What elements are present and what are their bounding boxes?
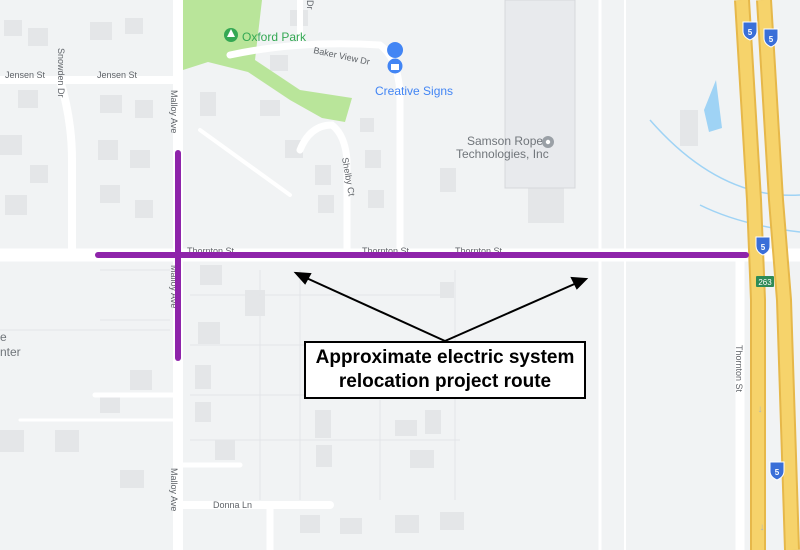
poi-creative-signs[interactable]: Creative Signs	[375, 42, 453, 98]
street-label-dr-partial: Dr	[305, 0, 315, 10]
street-labels: Jensen St Jensen St Snowden Dr Malloy Av…	[5, 0, 744, 511]
arrow-line-left	[301, 275, 446, 342]
place-label-partial-2: nter	[0, 345, 21, 359]
shield-label: 5	[761, 243, 766, 252]
exit-number: 263	[758, 278, 772, 287]
street-label-jensen-west: Jensen St	[5, 70, 46, 80]
arrow-down-icon: ↓	[760, 522, 765, 533]
street-label-thornton-1: Thornton St	[187, 246, 235, 256]
stream-line	[699, 204, 800, 233]
shield-label: 5	[769, 35, 774, 44]
street-label-malloy-south: Malloy Ave	[169, 468, 179, 511]
arrow-line-right	[444, 281, 580, 342]
highway-shield: 5	[763, 28, 779, 48]
street-label-snowden: Snowden Dr	[56, 48, 66, 98]
callout-line-2: relocation project route	[338, 371, 552, 392]
building-footprints	[0, 10, 698, 534]
place-label-partial-1: e	[0, 330, 7, 344]
street-label-thornton-3: Thornton St	[455, 246, 503, 256]
street-label-thornton-2: Thornton St	[362, 246, 410, 256]
industrial-building	[504, 0, 576, 189]
callout-arrows	[293, 271, 589, 342]
exit-badge: 263	[756, 276, 774, 287]
arrowhead-left-icon	[293, 271, 312, 285]
street-label-malloy-mid: Malloy Ave	[169, 265, 179, 308]
street-label-thornton-vertical: Thornton St	[734, 345, 744, 393]
highway-shield: 5	[769, 461, 785, 481]
tree-icon	[227, 29, 235, 37]
shield-label: 5	[748, 28, 753, 37]
poi-center-partial: e nter	[0, 330, 21, 359]
arrowhead-right-icon	[570, 276, 589, 290]
shopping-bag-icon	[391, 64, 399, 70]
arrow-down-icon: ↓	[758, 404, 763, 415]
street-label-donna: Donna Ln	[213, 500, 252, 510]
highway-shield: 5	[755, 236, 771, 256]
poi-samson-rope[interactable]: Samson Rope Technologies, Inc	[456, 134, 554, 161]
street-label-malloy-north: Malloy Ave	[169, 90, 179, 133]
place-label-samson-line1: Samson Rope	[467, 134, 543, 148]
pond-water	[704, 80, 722, 132]
project-route	[95, 150, 749, 361]
shield-label: 5	[775, 468, 780, 477]
place-label-samson-line2: Technologies, Inc	[456, 147, 549, 161]
highway-shield: 5	[742, 21, 758, 41]
oxford-park-area[interactable]	[183, 0, 352, 122]
callout-line-1: Approximate electric system	[315, 347, 575, 368]
poi-oxford-park[interactable]: Oxford Park	[224, 28, 307, 44]
place-label-oxford-park: Oxford Park	[242, 30, 307, 44]
street-label-jensen-east: Jensen St	[97, 70, 138, 80]
interstate-5	[734, 0, 800, 550]
place-label-creative-signs: Creative Signs	[375, 84, 453, 98]
route-callout-box: Approximate electric system relocation p…	[304, 341, 586, 399]
